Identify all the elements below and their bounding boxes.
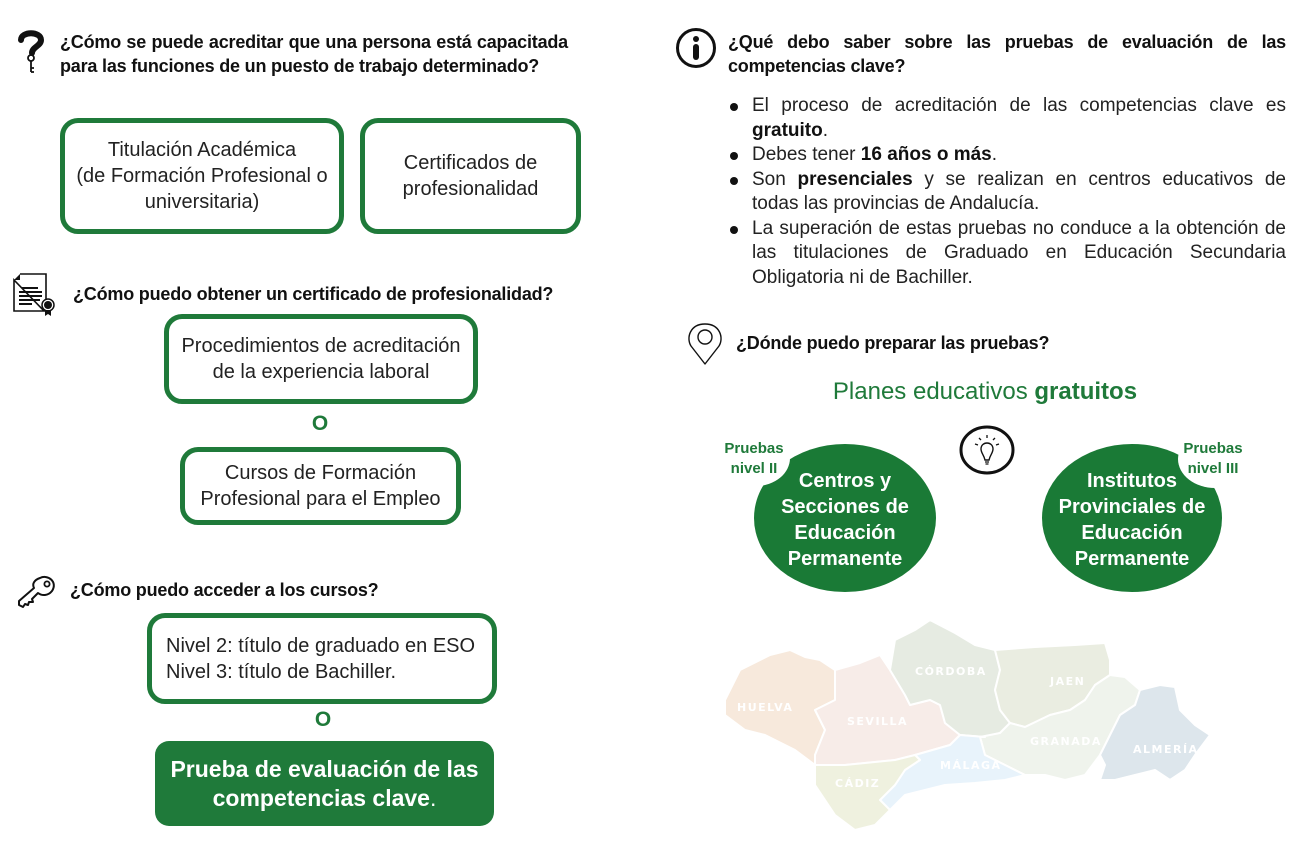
province-label-jaen: JAEN	[1049, 675, 1085, 688]
province-label-cadiz: CÁDIZ	[835, 777, 880, 790]
circle-line: Secciones de	[781, 496, 909, 518]
circle-line: Educación	[1081, 522, 1183, 544]
circle-line: Permanente	[787, 548, 903, 570]
bullet-item: Debes tener 16 años o más.	[728, 143, 1286, 168]
bullet-item: La superación de estas pruebas no conduc…	[728, 217, 1286, 291]
question-title-where: ¿Dónde puedo preparar las pruebas?	[736, 333, 1050, 353]
box-line: (de Formación Profesional o	[76, 165, 328, 187]
box-line: Certificados de	[403, 152, 538, 174]
info-bullet-list: El proceso de acreditación de las compet…	[728, 94, 1286, 290]
province-label-malaga: MÁLAGA	[940, 759, 1002, 772]
requirement-level-2: Nivel 2: título de graduado en ESO	[166, 634, 476, 657]
circle-line: Provinciales de	[1058, 496, 1206, 518]
question-title-certificate: ¿Cómo puedo obtener un certificado de pr…	[73, 284, 554, 304]
province-cadiz	[814, 754, 921, 831]
circle-line: Centros y	[798, 470, 892, 492]
bullet-item: Son presenciales y se realizan en centro…	[728, 168, 1286, 217]
planes-educativos-heading: Planes educativos gratuitos	[832, 378, 1138, 405]
tag-pruebas-nivel-iii: Pruebas nivel III	[1183, 440, 1243, 477]
province-label-sevilla: SEVILLA	[847, 715, 908, 728]
circle-line: Permanente	[1074, 548, 1190, 570]
solid-line: Prueba de evaluación de las	[170, 755, 479, 782]
info-icon	[675, 27, 717, 69]
province-label-almeria: ALMERÍA	[1133, 743, 1199, 756]
circle-notch	[1178, 430, 1252, 488]
question-title-info: ¿Qué debo saber sobre las pruebas de eva…	[728, 32, 1286, 76]
key-icon	[18, 574, 58, 610]
solid-suffix: .	[429, 784, 437, 811]
option-box-procedimientos: Procedimientos de acreditación de la exp…	[164, 314, 478, 404]
lightbulb-icon	[958, 425, 1016, 475]
box-line: de la experiencia laboral	[212, 361, 430, 383]
prueba-evaluacion-box: Prueba de evaluación de las competencias…	[155, 741, 494, 826]
location-pin-icon	[686, 322, 724, 366]
tag-pruebas-nivel-ii: Pruebas nivel II	[724, 440, 784, 477]
box-line: Cursos de Formación	[224, 462, 417, 484]
question-title-access: ¿Cómo puedo acceder a los cursos?	[70, 580, 379, 600]
option-box-cursos: Cursos de Formación Profesional para el …	[180, 447, 461, 525]
circle-line: Institutos	[1087, 470, 1177, 492]
box-line: Titulación Académica	[107, 139, 297, 161]
requirements-box: Nivel 2: título de graduado en ESO Nivel…	[147, 613, 497, 704]
option-box-certificados: Certificados de profesionalidad	[360, 118, 581, 234]
certificate-icon	[12, 271, 58, 317]
box-line: Profesional para el Empleo	[200, 488, 441, 510]
question-key-icon	[16, 28, 46, 74]
question-title-credentials: ¿Cómo se puede acreditar que una persona…	[60, 32, 568, 76]
andalucia-map: HUELVA SEVILLA CÓRDOBA JAEN GRANADA MÁLA…	[715, 615, 1245, 840]
option-box-titulacion-academica: Titulación Académica (de Formación Profe…	[60, 118, 344, 234]
or-separator: O	[314, 708, 332, 731]
province-label-granada: GRANADA	[1030, 735, 1102, 748]
or-separator: O	[311, 412, 329, 435]
requirement-level-3: Nivel 3: título de Bachiller.	[166, 660, 397, 683]
solid-line: competencias clave	[212, 784, 430, 811]
circle-notch	[722, 430, 790, 486]
circle-institutos-provinciales: Institutos Provinciales de Educación Per…	[1042, 444, 1222, 592]
box-line: universitaria)	[144, 191, 260, 213]
province-label-huelva: HUELVA	[737, 701, 793, 714]
box-line: profesionalidad	[402, 178, 539, 200]
box-line: Procedimientos de acreditación	[181, 335, 461, 357]
bullet-item: El proceso de acreditación de las compet…	[728, 94, 1286, 143]
province-almeria	[1099, 684, 1211, 781]
province-label-cordoba: CÓRDOBA	[915, 665, 987, 678]
circle-line: Educación	[794, 522, 896, 544]
